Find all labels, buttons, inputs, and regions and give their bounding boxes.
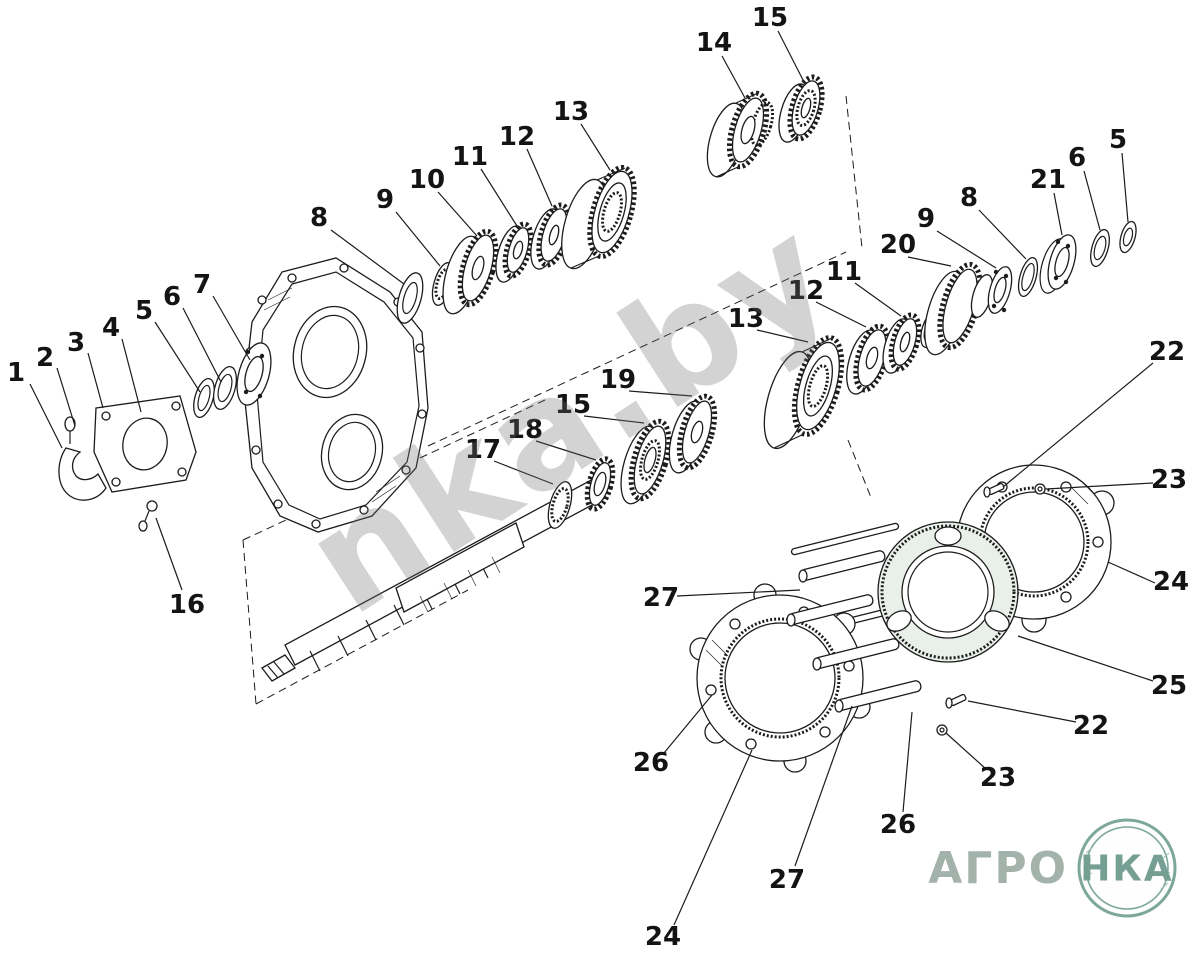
callout-line-2 <box>56 367 76 427</box>
callout-label-26: 26 <box>633 748 669 778</box>
callout-label-22: 22 <box>1073 711 1109 741</box>
callout-line-13 <box>756 329 809 343</box>
callout-line-22 <box>1002 362 1154 488</box>
callout-line-6 <box>1083 170 1101 231</box>
callout-label-13: 13 <box>553 97 589 127</box>
callout-label-14: 14 <box>696 28 732 58</box>
callout-line-17 <box>493 460 554 485</box>
bolts-and-washers <box>936 482 1046 736</box>
callout-line-3 <box>87 352 104 409</box>
callout-line-6 <box>182 307 222 383</box>
callout-line-5 <box>1121 152 1129 223</box>
callout-label-24: 24 <box>1153 567 1189 597</box>
top-gear-pair <box>706 74 825 178</box>
left-seals-and-bearing <box>193 342 272 419</box>
callout-line-24 <box>673 749 753 926</box>
callout-line-23 <box>1045 482 1154 490</box>
callout-label-24: 24 <box>645 922 681 952</box>
callout-label-10: 10 <box>409 165 445 195</box>
callout-line-14 <box>721 55 746 99</box>
fork-bracket-assembly <box>58 395 197 532</box>
callout-line-5 <box>154 321 201 393</box>
planetary-brake-assembly <box>689 464 1115 773</box>
callout-label-6: 6 <box>163 282 181 312</box>
callout-line-24 <box>1107 561 1156 584</box>
callout-label-5: 5 <box>1109 125 1127 155</box>
callout-label-27: 27 <box>769 865 805 895</box>
carrier-pins <box>786 550 922 713</box>
callout-label-6: 6 <box>1068 143 1086 173</box>
callout-label-15: 15 <box>555 390 591 420</box>
callout-line-7 <box>212 295 251 361</box>
callout-label-2: 2 <box>36 343 54 373</box>
callout-label-1: 1 <box>7 358 25 388</box>
callout-line-22 <box>967 700 1077 723</box>
callout-line-21 <box>1053 192 1063 236</box>
callout-line-27 <box>676 589 801 597</box>
callout-label-4: 4 <box>102 313 120 343</box>
callout-line-13 <box>580 123 611 171</box>
callout-label-21: 21 <box>1030 165 1066 195</box>
callout-label-26: 26 <box>880 810 916 840</box>
logo-text-nka: НКА <box>1080 849 1173 890</box>
callout-line-23 <box>945 732 987 770</box>
callout-line-9 <box>395 211 441 267</box>
callout-line-11 <box>854 282 902 317</box>
callout-label-15: 15 <box>752 3 788 33</box>
callout-label-19: 19 <box>600 365 636 395</box>
callout-label-9: 9 <box>376 185 394 215</box>
brake-drum <box>877 521 1019 663</box>
callout-line-25 <box>1017 635 1154 682</box>
callout-line-12 <box>526 148 553 207</box>
callout-line-20 <box>907 256 952 267</box>
callout-line-1 <box>29 383 63 449</box>
callout-label-8: 8 <box>310 203 328 233</box>
callout-line-4 <box>121 338 142 413</box>
callout-label-23: 23 <box>980 763 1016 793</box>
brand-logo: АГРО НКА <box>928 803 1192 933</box>
right-gear-train <box>763 220 1137 450</box>
callout-label-9: 9 <box>917 204 935 234</box>
callout-line-10 <box>437 191 478 237</box>
left-ring-plate <box>689 583 871 773</box>
callout-label-16: 16 <box>169 590 205 620</box>
callout-line-26 <box>902 711 913 813</box>
upper-gear-train <box>396 164 637 324</box>
callout-label-18: 18 <box>507 415 543 445</box>
callout-label-25: 25 <box>1151 671 1187 701</box>
callout-line-15 <box>583 415 645 424</box>
callout-label-13: 13 <box>728 304 764 334</box>
callout-line-12 <box>815 301 867 328</box>
callout-label-12: 12 <box>499 122 535 152</box>
callout-label-23: 23 <box>1151 465 1187 495</box>
callout-line-8 <box>330 229 405 285</box>
callout-label-27: 27 <box>643 583 679 613</box>
callout-line-8 <box>978 209 1027 260</box>
callout-line-9 <box>936 230 997 269</box>
callout-label-17: 17 <box>465 435 501 465</box>
callout-label-12: 12 <box>788 276 824 306</box>
logo-circle-icon: НКА <box>1077 818 1177 918</box>
callout-label-20: 20 <box>880 230 916 260</box>
callout-label-11: 11 <box>452 142 488 172</box>
callout-line-19 <box>628 390 693 397</box>
callout-line-15 <box>777 30 804 81</box>
callout-line-11 <box>480 168 518 227</box>
callout-line-18 <box>535 440 597 461</box>
callout-label-5: 5 <box>135 296 153 326</box>
callout-label-11: 11 <box>826 257 862 287</box>
callout-label-8: 8 <box>960 183 978 213</box>
callout-label-22: 22 <box>1149 337 1185 367</box>
callout-label-3: 3 <box>67 328 85 358</box>
callout-line-26 <box>663 694 713 754</box>
callout-line-27 <box>794 705 853 867</box>
output-shaft-assembly <box>261 393 718 682</box>
callout-label-7: 7 <box>193 270 211 300</box>
logo-text-agro: АГРО <box>928 842 1068 894</box>
callout-line-16 <box>155 517 183 591</box>
